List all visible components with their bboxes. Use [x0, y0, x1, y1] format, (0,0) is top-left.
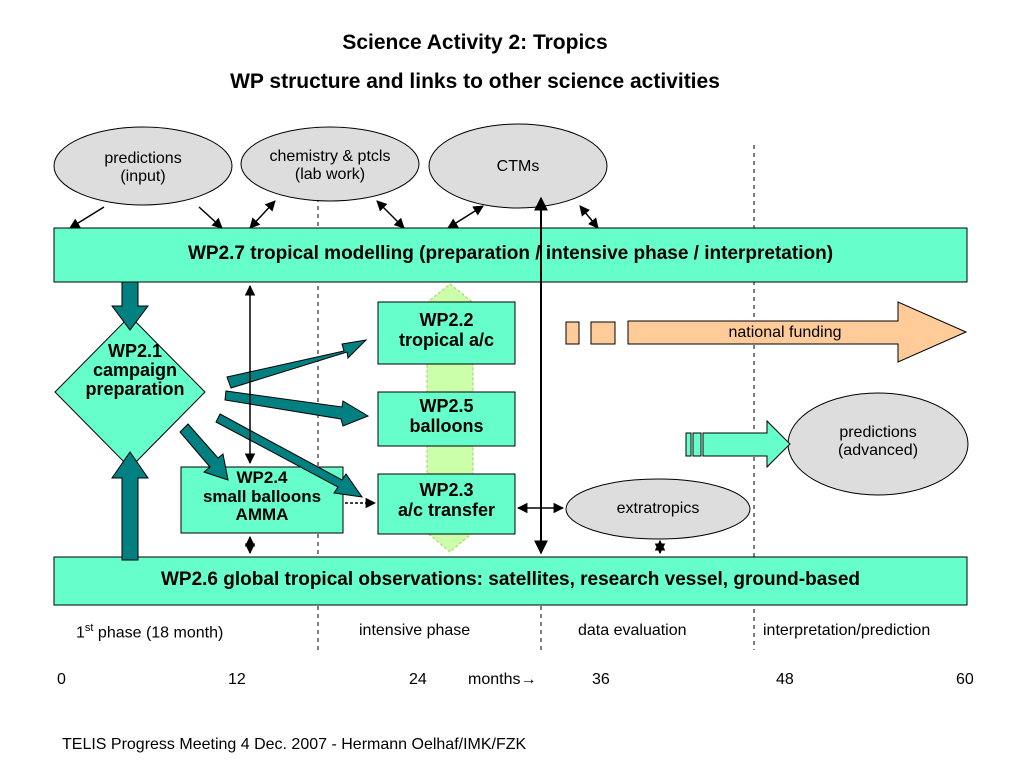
chemistry-label: chemistry & ptcls (lab work): [269, 148, 391, 183]
advanced-arrow: [702, 419, 791, 469]
predictions-input-label: predictions (input): [104, 150, 182, 185]
phase-3-label: data evaluation: [578, 622, 687, 639]
page-subtitle: WP structure and links to other science …: [230, 70, 720, 93]
arrow-right-icon: →: [520, 671, 537, 688]
arrow-wp27-to-wp21: [111, 281, 149, 331]
funding-segment-1: [565, 321, 580, 345]
extratropics-label: extratropics: [616, 500, 700, 517]
phase-1-label: 1st phase (18 month): [76, 622, 224, 642]
wp27-box: [53, 227, 968, 283]
phase-2-label: intensive phase: [359, 622, 471, 639]
arrow-wp21-to-wp25: [224, 390, 370, 427]
wp22-label: WP2.2 tropical a/c: [398, 310, 495, 350]
month-tick-60: 60: [956, 671, 974, 688]
national-funding-label: national funding: [728, 324, 842, 341]
arrow-chem-left: [249, 200, 276, 229]
wp27-label: WP2.7 tropical modelling (preparation / …: [187, 243, 834, 264]
extratropics-oval: [565, 478, 751, 540]
month-tick-24: 24: [409, 671, 427, 688]
month-tick-36: 36: [592, 671, 610, 688]
arrow-wp21-to-wp24: [179, 423, 229, 481]
wp26-label: WP2.6 global tropical observations: sate…: [160, 569, 860, 590]
arrow-chem-right: [376, 200, 405, 229]
wp24-label: WP2.4 small balloons AMMA: [202, 468, 322, 525]
predictions-advanced-label: predictions (advanced): [837, 424, 919, 459]
wp23-label: WP2.3 a/c transfer: [397, 480, 496, 520]
chemistry-oval: [240, 126, 420, 202]
page-title: Science Activity 2: Tropics: [342, 31, 608, 54]
wp25-box: [377, 391, 516, 447]
wp22-box: [377, 301, 516, 365]
wp21-label: WP2.1 campaign preparation: [85, 341, 185, 399]
national-funding-arrow: [627, 301, 968, 363]
footer-text: TELIS Progress Meeting 4 Dec. 2007 - Her…: [62, 736, 527, 753]
wp24-box: [180, 466, 344, 534]
months-axis-label: months→: [468, 671, 537, 688]
funding-segment-2: [590, 321, 616, 345]
arrow-pred-right: [198, 206, 223, 229]
wp26-box: [53, 556, 968, 606]
ctms-label: CTMs: [496, 158, 540, 175]
arrow-wp21-to-wp22: [226, 339, 368, 389]
phase-4-label: interpretation/prediction: [763, 622, 931, 639]
month-tick-48: 48: [776, 671, 794, 688]
arrow-wp26-to-wp21: [111, 451, 149, 561]
month-tick-12: 12: [228, 671, 246, 688]
arrow-ctm-right: [579, 205, 599, 229]
wp25-label: WP2.5 balloons: [409, 396, 484, 436]
arrow-ctm-left: [447, 205, 484, 229]
advanced-segment-1: [685, 432, 692, 457]
advanced-segment-2: [692, 432, 702, 457]
arrow-pred-left: [69, 206, 105, 229]
wp23-box: [377, 473, 516, 535]
ctms-oval: [428, 123, 608, 209]
month-tick-0: 0: [57, 671, 66, 688]
predictions-input-oval: [53, 126, 233, 206]
